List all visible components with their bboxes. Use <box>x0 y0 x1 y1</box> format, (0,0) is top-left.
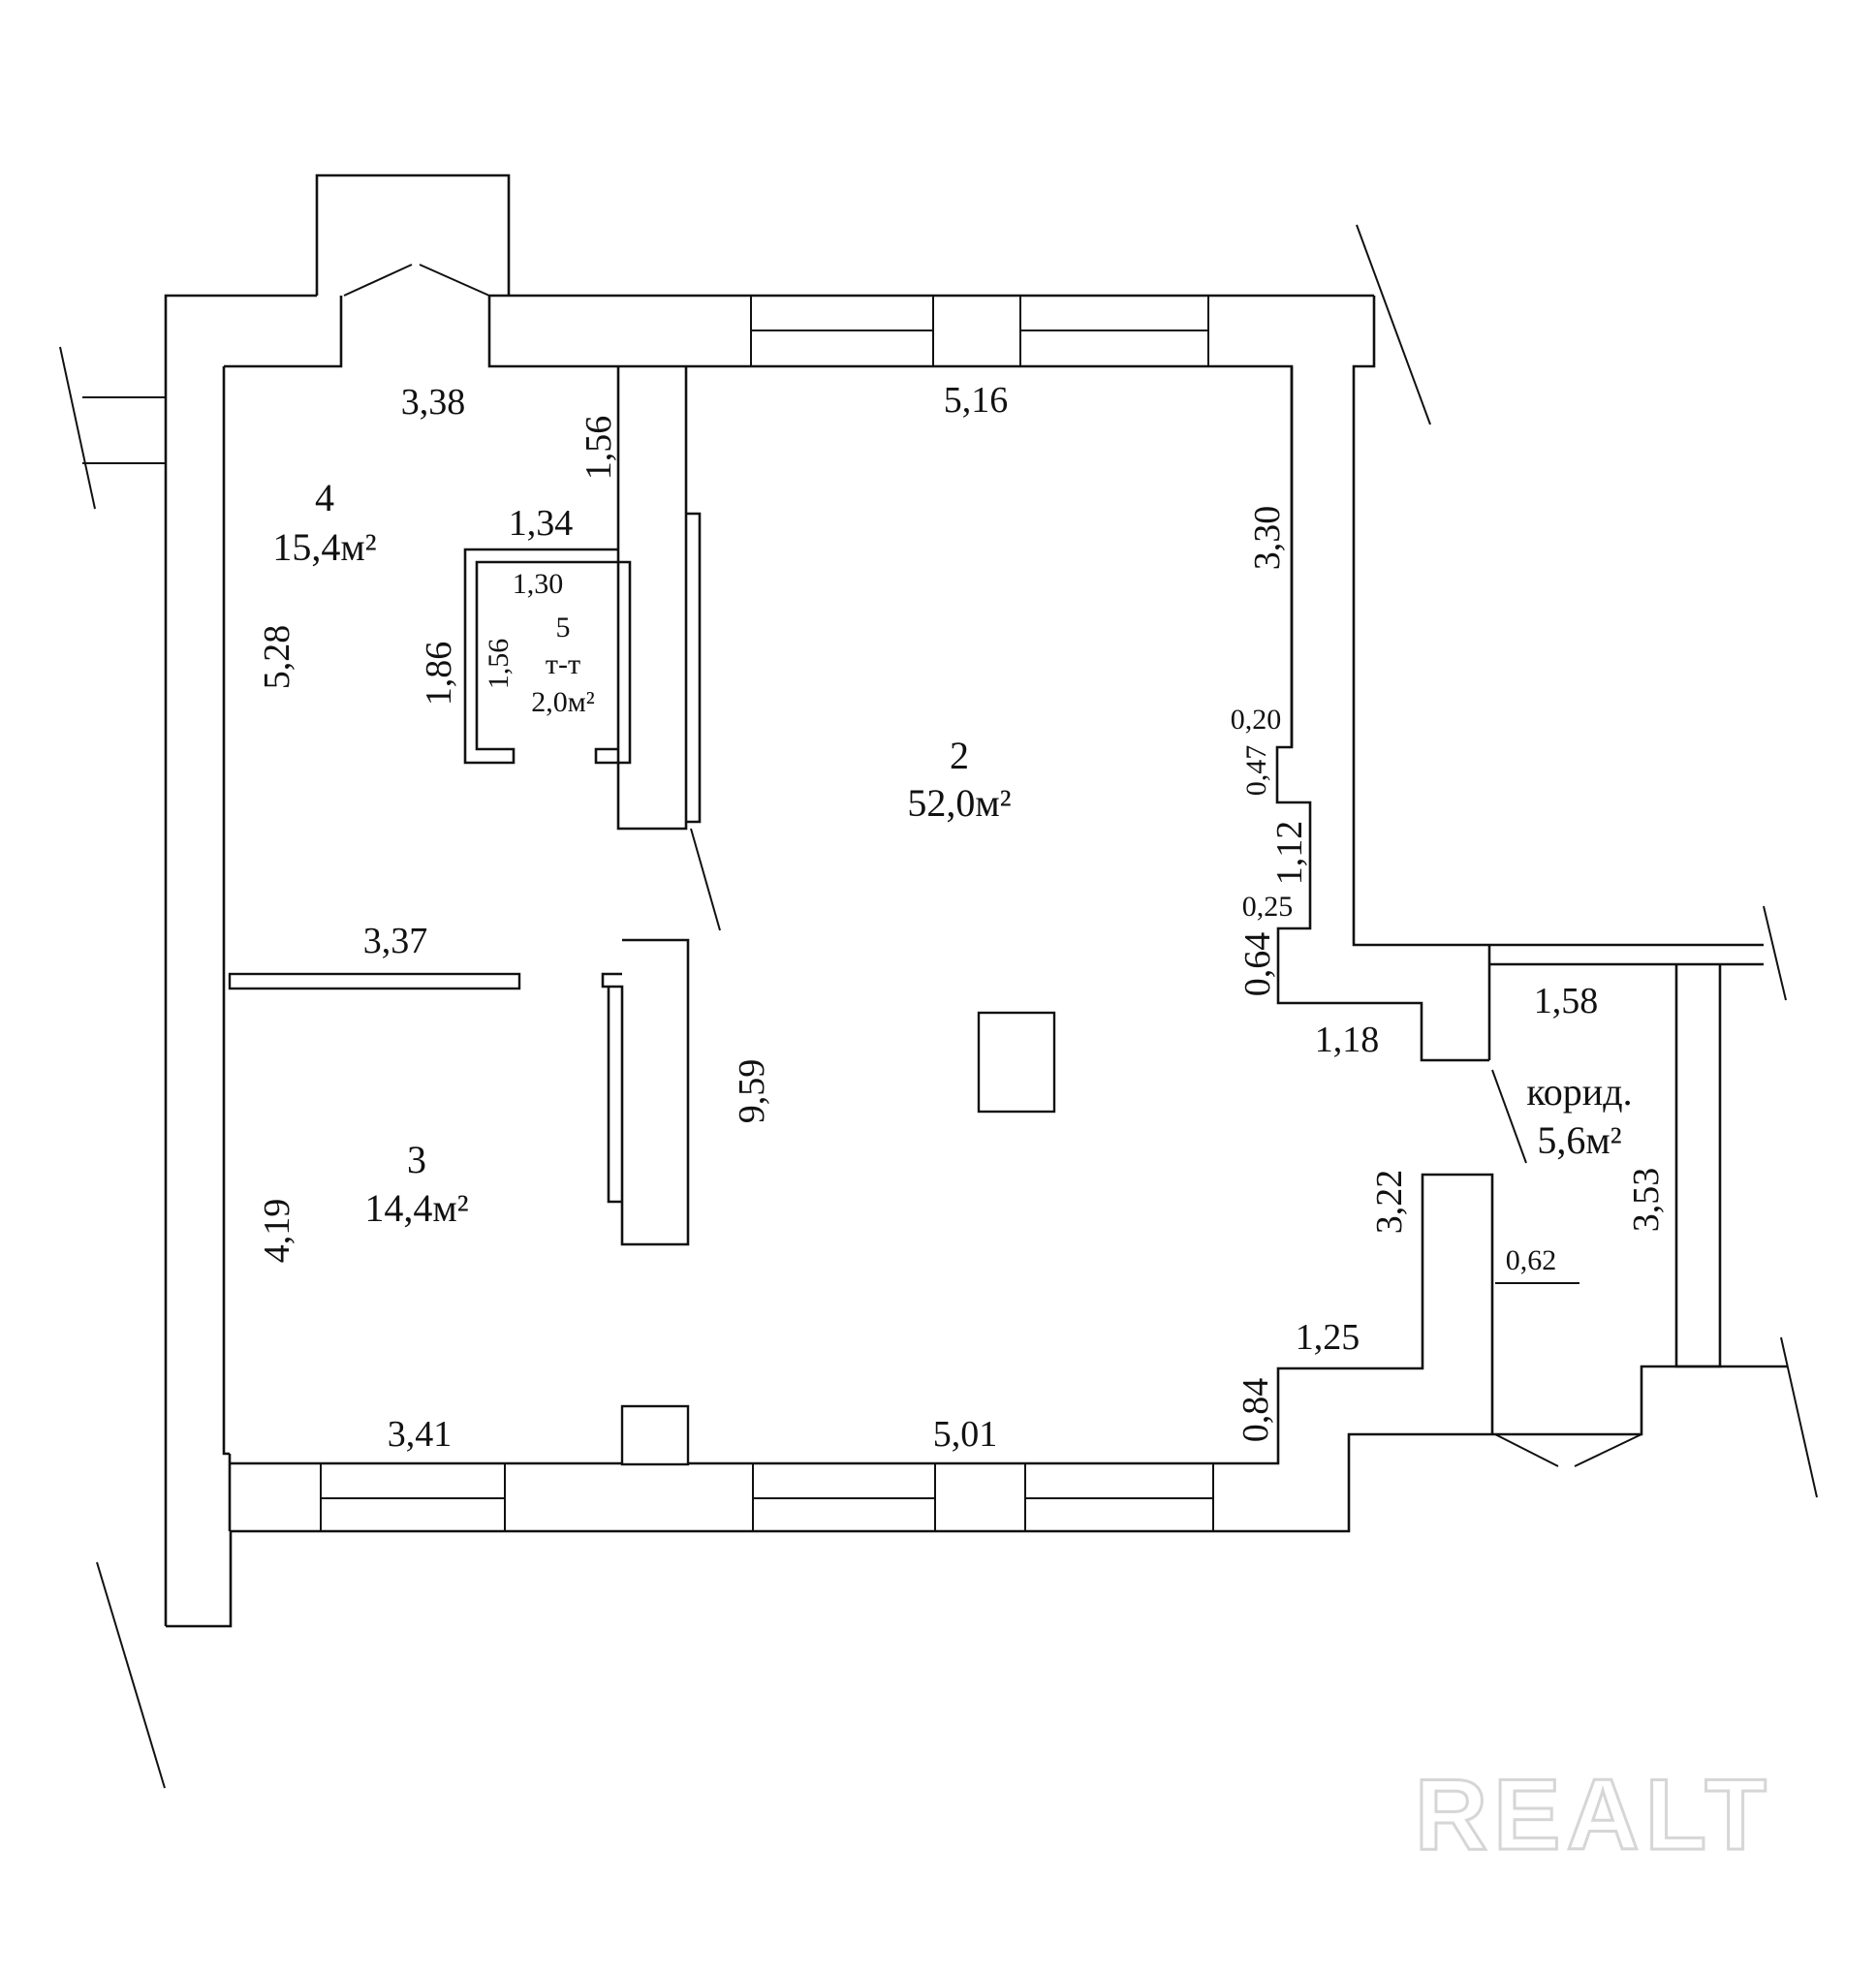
room-3-area: 14,4м² <box>364 1186 468 1230</box>
dim-step-112: 1,12 <box>1269 821 1310 886</box>
room-5-name: т-т <box>546 648 580 680</box>
corridor-name: корид. <box>1526 1070 1632 1114</box>
top-windows <box>750 296 1209 366</box>
corridor-area: 5,6м² <box>1537 1118 1621 1162</box>
room-labels: 4 15,4м² 2 52,0м² 3 14,4м² 5 т-т 2,0м² к… <box>272 476 1632 1230</box>
dim-r3-bottom: 3,41 <box>388 1414 453 1455</box>
dim-r2-top: 5,16 <box>944 380 1009 421</box>
dim-wc-outer-left: 1,86 <box>419 642 459 706</box>
room-3-number: 3 <box>407 1138 426 1181</box>
bottom-windows <box>230 1461 1214 1531</box>
dim-r3-top: 3,37 <box>363 921 428 961</box>
dim-wc-outer-top: 1,34 <box>509 503 574 544</box>
interior-partitions <box>228 366 1056 1466</box>
dim-r4-left: 5,28 <box>257 625 297 690</box>
dim-cor-top: 1,58 <box>1534 981 1599 1021</box>
dim-r2-height: 9,59 <box>732 1059 772 1124</box>
room-4-number: 4 <box>315 476 334 519</box>
dimension-labels: 3,38 5,16 1,34 1,30 0,20 0,25 3,37 1,18 … <box>363 380 1599 1455</box>
dim-step-020: 0,20 <box>1231 704 1282 736</box>
dim-step-084: 0,84 <box>1235 1378 1276 1443</box>
dim-wc-inner-top: 1,30 <box>513 568 564 600</box>
room-5-area: 2,0м² <box>531 686 594 718</box>
dim-r2-right-upper: 3,30 <box>1247 506 1288 571</box>
dim-r4-top: 3,38 <box>401 382 466 423</box>
dim-step-125: 1,25 <box>1296 1317 1360 1358</box>
room-2-area: 52,0м² <box>907 781 1011 825</box>
dim-r3-left: 4,19 <box>257 1199 297 1264</box>
dim-cor-door: 0,62 <box>1506 1244 1557 1276</box>
room-4-area: 15,4м² <box>272 525 376 569</box>
dim-step-118: 1,18 <box>1315 1020 1380 1060</box>
room-5-number: 5 <box>556 612 571 644</box>
dim-step-064: 0,64 <box>1237 932 1278 997</box>
watermark-logo: REALT <box>1415 1759 1772 1871</box>
dim-r2-bottom: 5,01 <box>933 1414 998 1455</box>
dim-step-047: 0,47 <box>1240 745 1272 797</box>
corridor-walls <box>1489 905 1818 1498</box>
room-2-number: 2 <box>950 734 969 777</box>
dim-r2-right-lower: 3,22 <box>1369 1170 1410 1235</box>
dim-r4-partition: 1,56 <box>578 416 619 481</box>
dim-wc-inner-left: 1,56 <box>483 639 515 690</box>
dim-step-025: 0,25 <box>1242 891 1294 923</box>
dim-cor-right: 3,53 <box>1626 1168 1667 1233</box>
vertical-dimension-labels: 1,56 5,28 1,86 1,56 3,30 0,47 1,12 0,64 … <box>257 416 1667 1443</box>
top-door <box>343 264 490 297</box>
